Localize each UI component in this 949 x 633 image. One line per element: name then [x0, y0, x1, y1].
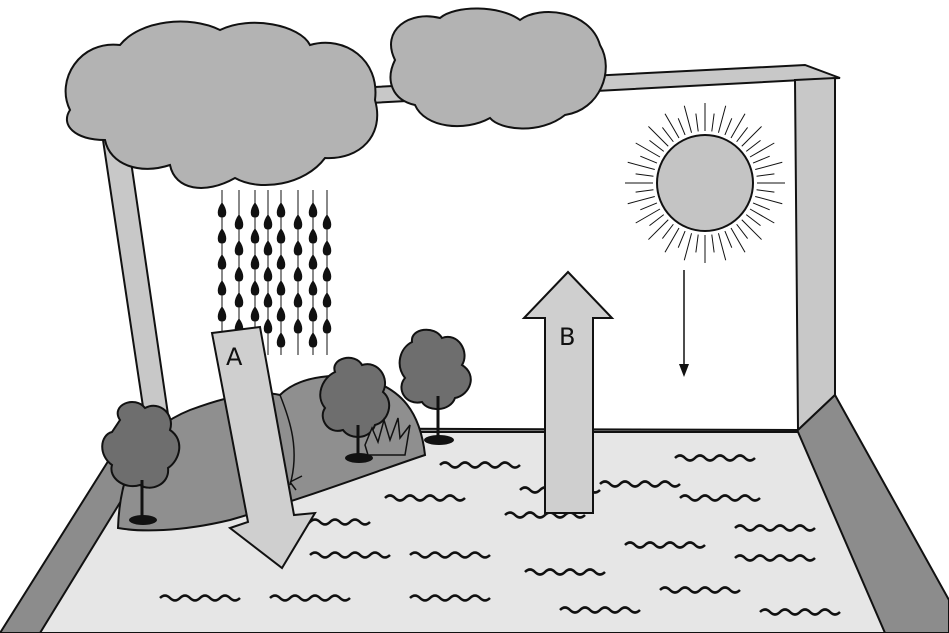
sun-ray: [753, 156, 770, 163]
raindrop: [218, 307, 226, 321]
sunlight-arrow: [679, 270, 689, 377]
sun-ray: [662, 127, 673, 141]
raindrop: [235, 215, 243, 229]
sun-ray: [725, 118, 732, 135]
raindrop: [251, 307, 259, 321]
sun-ray: [628, 196, 655, 203]
raindrop: [323, 319, 331, 333]
sun-ray: [742, 220, 762, 240]
raindrop: [264, 319, 272, 333]
raindrop: [309, 255, 317, 269]
raindrop: [323, 267, 331, 281]
raindrop: [251, 203, 259, 217]
raindrop: [277, 281, 285, 295]
raindrop: [235, 293, 243, 307]
raindrop: [264, 215, 272, 229]
sun-ray: [696, 235, 698, 253]
sun-ray: [628, 162, 655, 169]
raindrop: [277, 229, 285, 243]
raindrop: [264, 267, 272, 281]
sun-ray: [755, 162, 782, 169]
sun-ray: [640, 156, 657, 163]
arrow-b-label: B: [559, 323, 575, 351]
raindrop: [218, 255, 226, 269]
sun-ray: [725, 231, 732, 248]
raindrop: [309, 229, 317, 243]
raindrop: [309, 333, 317, 347]
sun-ray: [662, 224, 673, 238]
raindrop: [323, 293, 331, 307]
raindrop: [251, 281, 259, 295]
sun-ray: [737, 224, 748, 238]
raindrop: [235, 241, 243, 255]
sun-ray: [755, 196, 782, 203]
sun-ray: [649, 140, 663, 151]
raindrop: [251, 229, 259, 243]
raindrop: [309, 307, 317, 321]
raindrop: [264, 293, 272, 307]
sun-ray: [648, 126, 668, 146]
sun-ray: [712, 114, 714, 132]
raindrop: [323, 215, 331, 229]
sun-ray: [737, 127, 748, 141]
sun-ray: [640, 203, 657, 210]
raindrop: [218, 229, 226, 243]
sun-ray: [696, 114, 698, 132]
raindrop: [277, 203, 285, 217]
sun-ray: [684, 233, 691, 260]
sun-ray: [746, 140, 760, 151]
raindrop: [218, 203, 226, 217]
raindrop: [277, 333, 285, 347]
sun-icon: [625, 103, 785, 263]
sun-ray: [712, 235, 714, 253]
raindrop: [294, 241, 302, 255]
sun-ray: [678, 231, 685, 248]
sun-ray: [684, 106, 691, 133]
sun-ray: [746, 215, 760, 226]
sun-ray: [718, 106, 725, 133]
sun-ray: [718, 233, 725, 260]
sun-ray: [678, 118, 685, 135]
raindrop: [294, 267, 302, 281]
raindrop: [277, 307, 285, 321]
raindrop: [309, 281, 317, 295]
arrow-a-label: A: [226, 343, 243, 371]
raindrop: [294, 215, 302, 229]
sun-ray: [636, 174, 654, 176]
sun-ray: [649, 215, 663, 226]
cloud-right: [391, 8, 606, 128]
raindrop: [309, 203, 317, 217]
raindrop: [323, 241, 331, 255]
sun-ray: [753, 203, 770, 210]
raindrop: [277, 255, 285, 269]
raindrop: [294, 319, 302, 333]
raindrop: [251, 255, 259, 269]
sun-ray: [648, 220, 668, 240]
sun-ray: [742, 126, 762, 146]
raindrop: [294, 293, 302, 307]
raindrop: [264, 241, 272, 255]
sun-ray: [757, 190, 775, 192]
raindrop: [218, 281, 226, 295]
raindrop: [235, 267, 243, 281]
sun-ray: [636, 190, 654, 192]
sun-ray: [757, 174, 775, 176]
